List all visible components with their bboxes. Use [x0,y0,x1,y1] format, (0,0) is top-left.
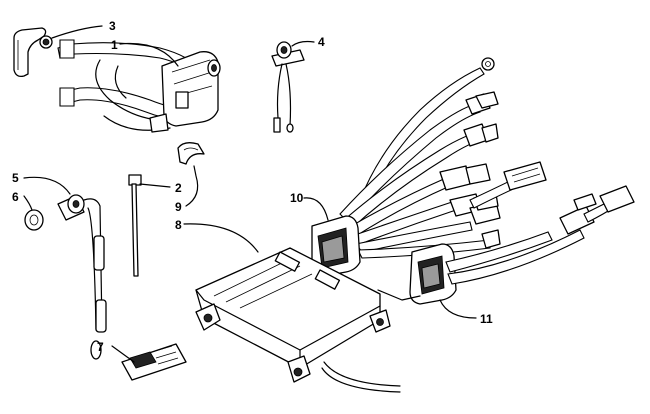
cdi-box [195,247,401,393]
callout-3: 3 [109,19,116,33]
callout-10: 10 [290,191,304,205]
wiring-harness [311,57,635,305]
callout-11: 11 [480,312,493,326]
spark-plug-wire-and-coil [57,39,221,133]
warning-label [121,343,187,381]
washer [24,209,44,231]
callout-5: 5 [12,171,19,185]
callout-9: 9 [175,200,182,214]
callout-1: 1 [111,38,118,52]
callout-7: 7 [97,340,104,354]
callout-labels: 3 1 4 5 6 2 9 8 10 11 7 [12,19,493,354]
leader-lines [23,25,477,363]
cable-tie [128,174,142,277]
clip [177,142,205,165]
spark-plug-cap [13,27,53,78]
callout-2: 2 [175,181,182,195]
temperature-sensor [57,194,107,360]
callout-6: 6 [12,190,19,204]
callout-4: 4 [318,35,325,49]
callout-8: 8 [175,218,182,232]
sensor-with-lead [271,41,305,133]
